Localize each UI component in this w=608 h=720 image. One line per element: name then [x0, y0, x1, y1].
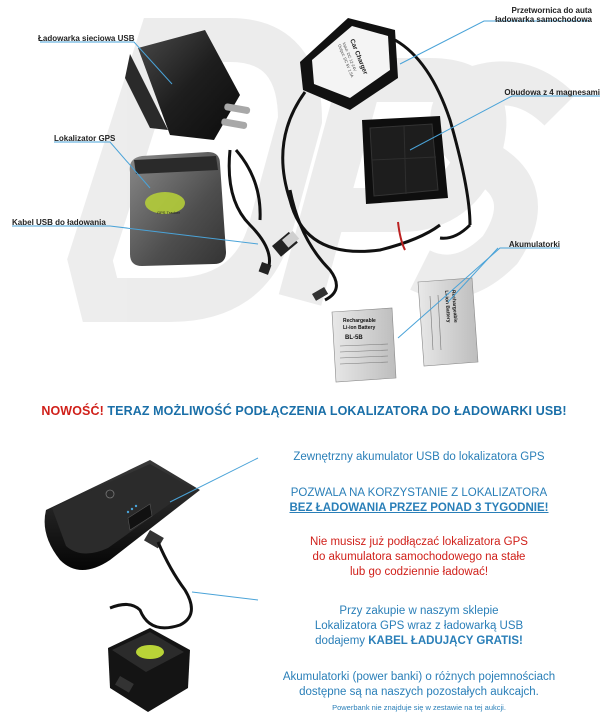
label-batteries: Akumulatorki	[508, 240, 560, 249]
usb-cable-image	[227, 149, 300, 275]
info-no-need-line2: do akumulatora samochodowego na stałe	[312, 551, 526, 563]
locator-image-small	[108, 628, 190, 712]
label-usb-cable: Kabel USB do ładowania	[12, 218, 106, 227]
info-promo-line3: dodajemy KABEL ŁADUJĄCY GRATIS!	[238, 634, 600, 649]
info-allows: POZWALA NA KORZYSTANIE Z LOKALIZATORA BE…	[238, 486, 600, 516]
magnet-case-image	[362, 116, 448, 204]
label-magnet-case: Obudowa z 4 magnesami	[504, 88, 600, 97]
info-powerbanks-line2: dostępne są na naszych pozostałych aukca…	[299, 686, 539, 698]
info-promo-line3-normal: dodajemy	[315, 635, 369, 647]
headline-new: NOWOŚĆ!	[41, 404, 104, 418]
headline-rest: TERAZ MOŻLIWOŚĆ PODŁĄCZENIA LOKALIZATORA…	[103, 404, 567, 418]
battery-1-line2: Li-ion Battery	[343, 325, 375, 331]
info-promo-line1: Przy zakupie w naszym sklepie	[339, 605, 499, 617]
battery-2-line2: Li-ion Battery	[443, 290, 451, 323]
pointer-lines	[12, 20, 600, 339]
label-car-converter-1: Przetwornica do auta	[511, 6, 592, 15]
battery-2-line1: Rechargeable	[450, 290, 458, 323]
info-promo: Przy zakupie w naszym sklepie Lokalizato…	[238, 604, 600, 649]
wall-charger-image	[125, 30, 251, 140]
battery-2-image: Rechargeable Li-ion Battery	[417, 277, 479, 367]
label-wall-charger: Ładowarka sieciowa USB	[38, 34, 135, 43]
battery-1-image: Rechargeable Li-ion Battery BL-5B	[331, 307, 397, 383]
info-external-battery: Zewnętrzny akumulator USB do lokalizator…	[238, 450, 600, 465]
kit-photo: Car Charger Input: DC 12-24V Output: DC …	[12, 17, 600, 383]
powerbank-photo	[44, 457, 259, 712]
label-gps-locator: Lokalizator GPS	[54, 134, 116, 143]
info-powerbanks: Akumulatorki (power banki) o różnych poj…	[238, 670, 600, 700]
info-no-need: Nie musisz już podłączać lokalizatora GP…	[238, 535, 600, 580]
battery-1-line1: Rechargeable	[343, 318, 376, 324]
info-no-need-line1: Nie musisz już podłączać lokalizatora GP…	[310, 536, 528, 548]
info-allows-line1: POZWALA NA KORZYSTANIE Z LOKALIZATORA	[290, 487, 548, 499]
info-promo-line2: Lokalizatora GPS wraz z ładowarką USB	[314, 620, 524, 632]
info-footnote: Powerbank nie znajduje się w zestawie na…	[332, 703, 506, 712]
powerbank-image	[44, 460, 200, 570]
info-external-battery-text: Zewnętrzny akumulator USB do lokalizator…	[293, 451, 545, 463]
info-promo-line3-bold: KABEL ŁADUJĄCY GRATIS!	[368, 635, 523, 647]
powerbank-cable	[109, 530, 193, 630]
locator-brand-print: GPS Tracker	[157, 210, 181, 215]
info-powerbanks-line1: Akumulatorki (power banki) o różnych poj…	[282, 671, 556, 683]
battery-1-model: BL-5B	[345, 335, 363, 341]
gps-locator-image: GPS Tracker	[129, 152, 226, 266]
headline: NOWOŚĆ! TERAZ MOŻLIWOŚĆ PODŁĄCZENIA LOKA…	[0, 404, 608, 418]
label-car-converter-2: ładowarka samochodowa	[495, 15, 592, 24]
bottom-pointer-lines	[169, 457, 259, 601]
info-no-need-line3: lub go codziennie ładować!	[349, 566, 489, 578]
info-allows-line2: BEZ ŁADOWANIA PRZEZ PONAD 3 TYGODNIE!	[289, 502, 549, 514]
car-converter-image: Car Charger Input: DC 12-24V Output: DC …	[281, 18, 472, 302]
